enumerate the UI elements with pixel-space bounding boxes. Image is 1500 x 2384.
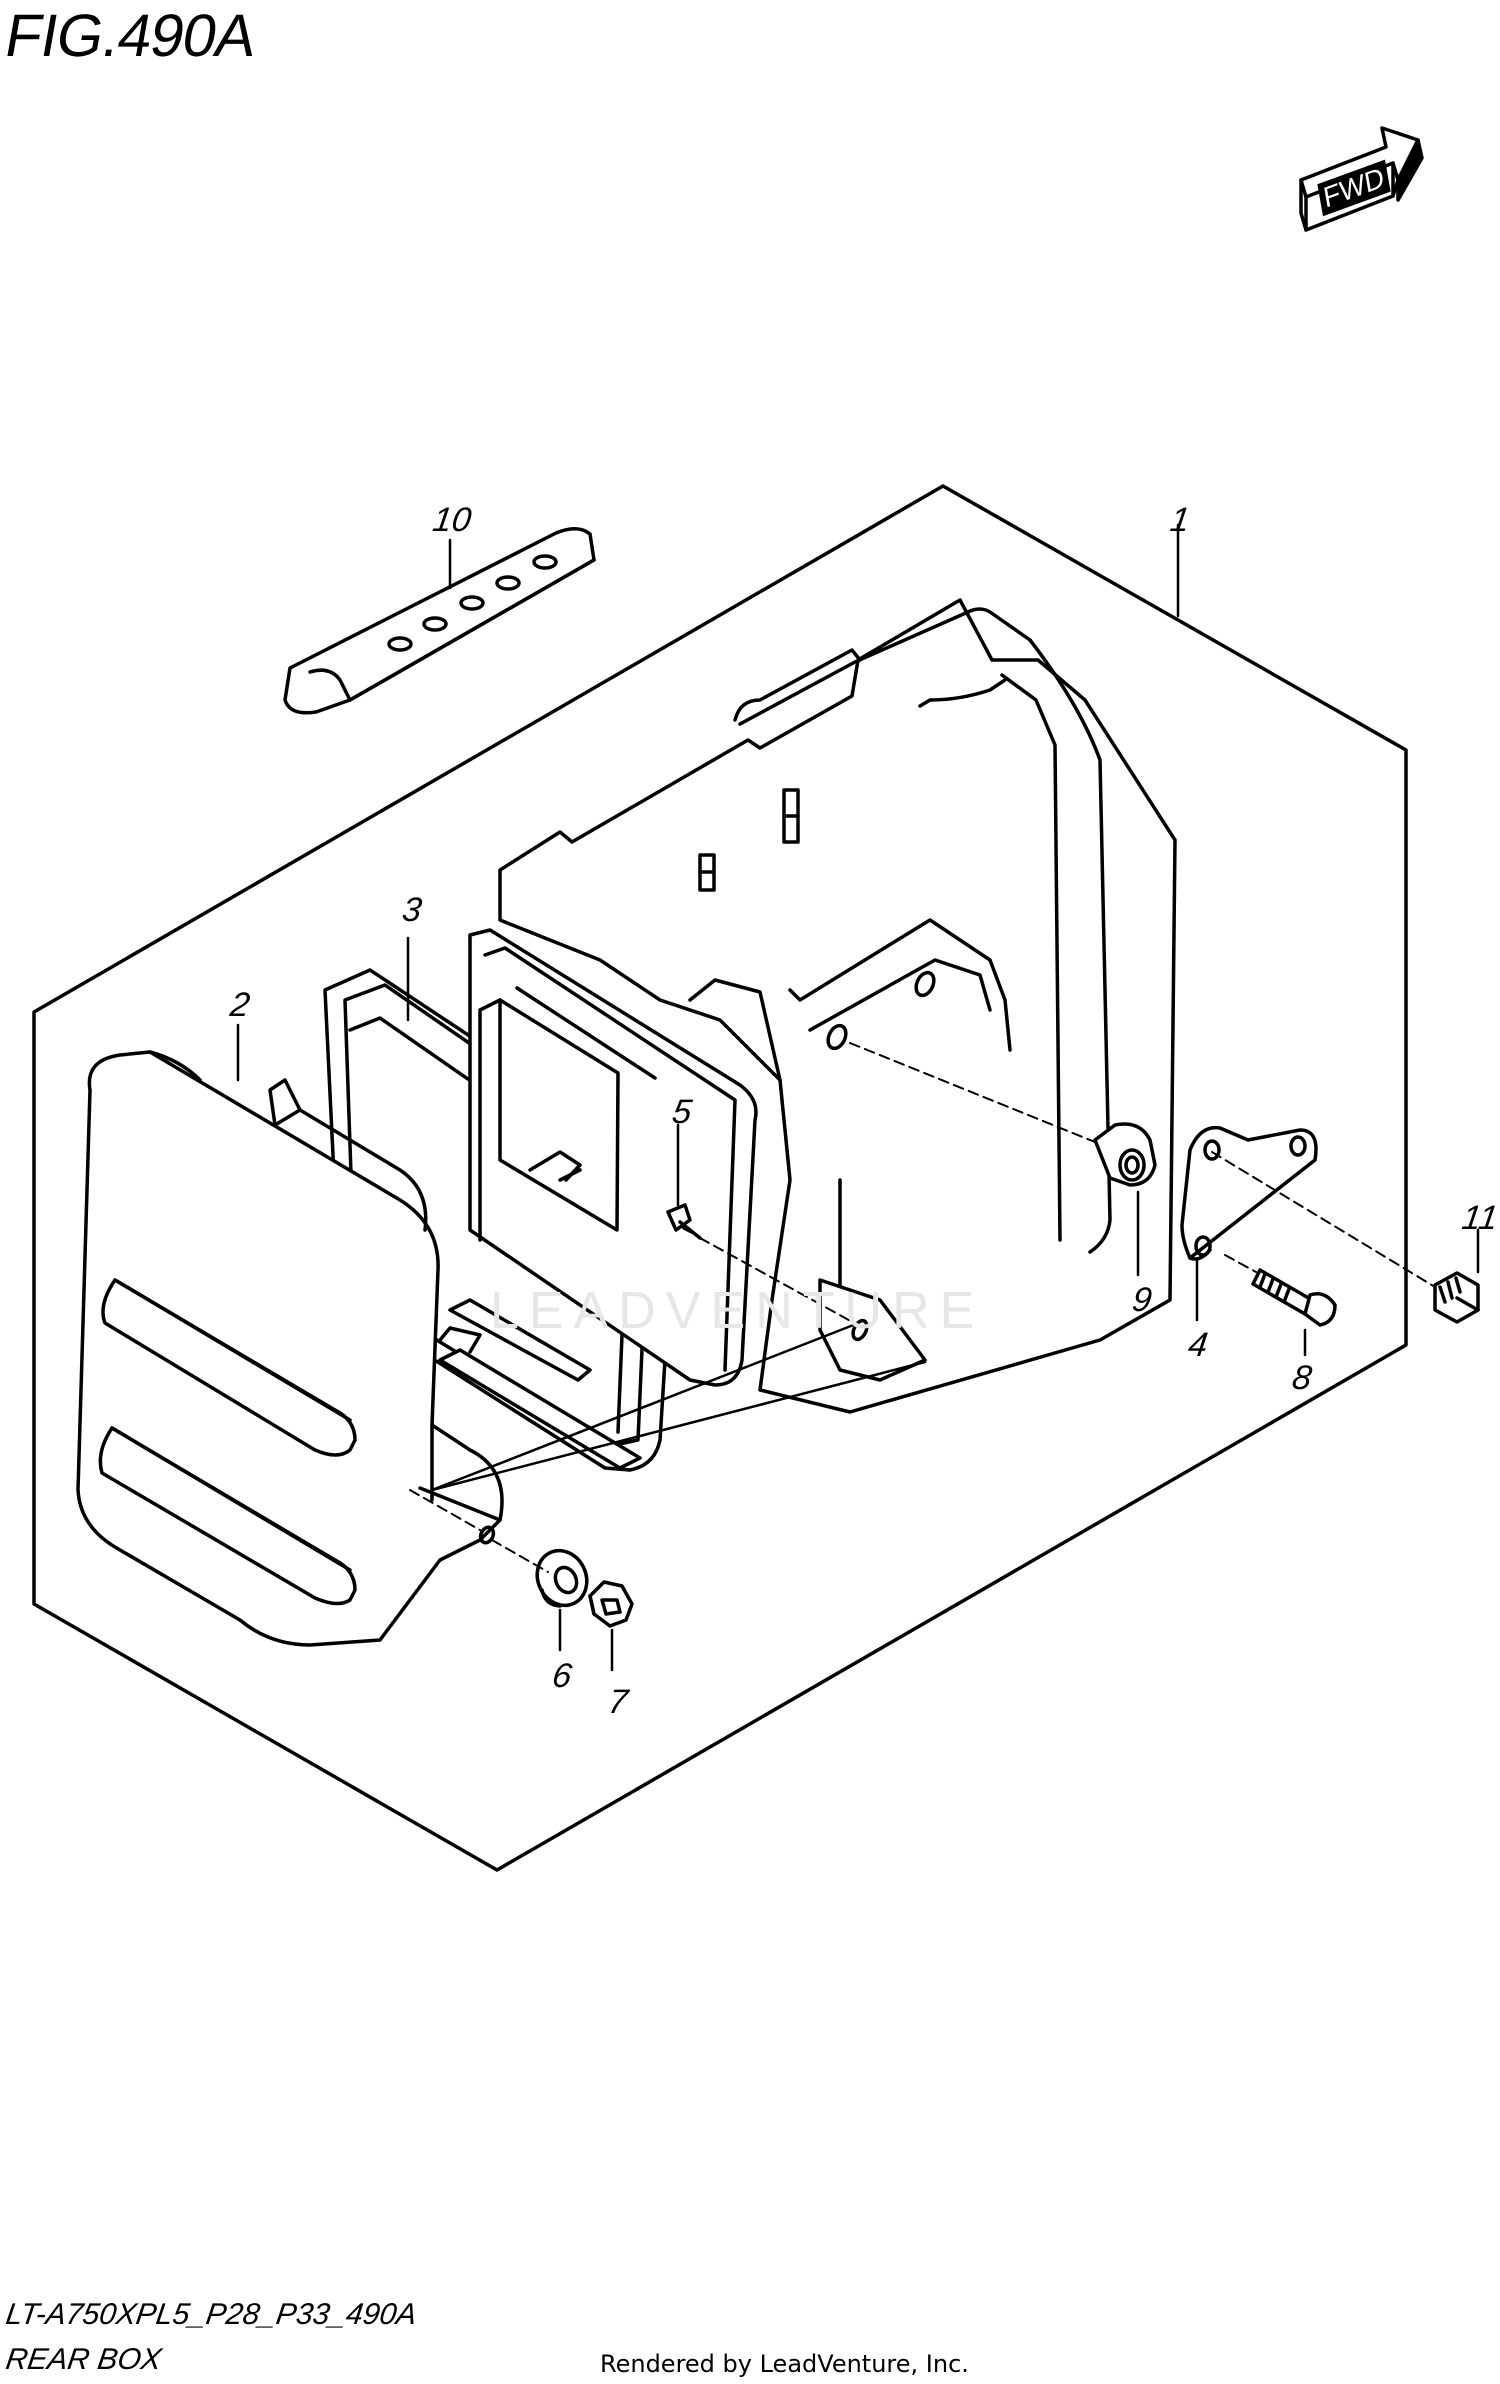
figure-title: FIG.490A	[0, 2, 261, 69]
part-11-bolt	[1433, 1271, 1480, 1324]
diagram-subtitle: REAR BOX	[3, 2343, 164, 2376]
part-9-grommet	[1093, 1122, 1157, 1187]
callout-11[interactable]: 11	[1459, 1199, 1500, 1237]
part-6-washer	[535, 1548, 589, 1608]
callout-10[interactable]: 10	[430, 501, 474, 539]
part-7-nut	[588, 1580, 634, 1628]
part-2-lid	[76, 1050, 504, 1647]
leader-lines	[236, 523, 1480, 1672]
part-10-stay	[283, 527, 596, 715]
rendered-by-credit: Rendered by LeadVenture, Inc.	[600, 2350, 969, 2378]
part-8-bolt	[1251, 1268, 1337, 1327]
assembly-frame	[32, 484, 1408, 1872]
part-5-screw	[666, 1203, 702, 1240]
model-code: LT-A750XPL5_P28_P33_490A	[3, 2298, 419, 2331]
assembly-lines	[409, 1042, 1436, 1573]
part-4-plate	[1180, 1125, 1318, 1261]
watermark: LEADVENTURE	[490, 1282, 985, 1340]
part-1-rear-box	[498, 598, 1177, 1414]
